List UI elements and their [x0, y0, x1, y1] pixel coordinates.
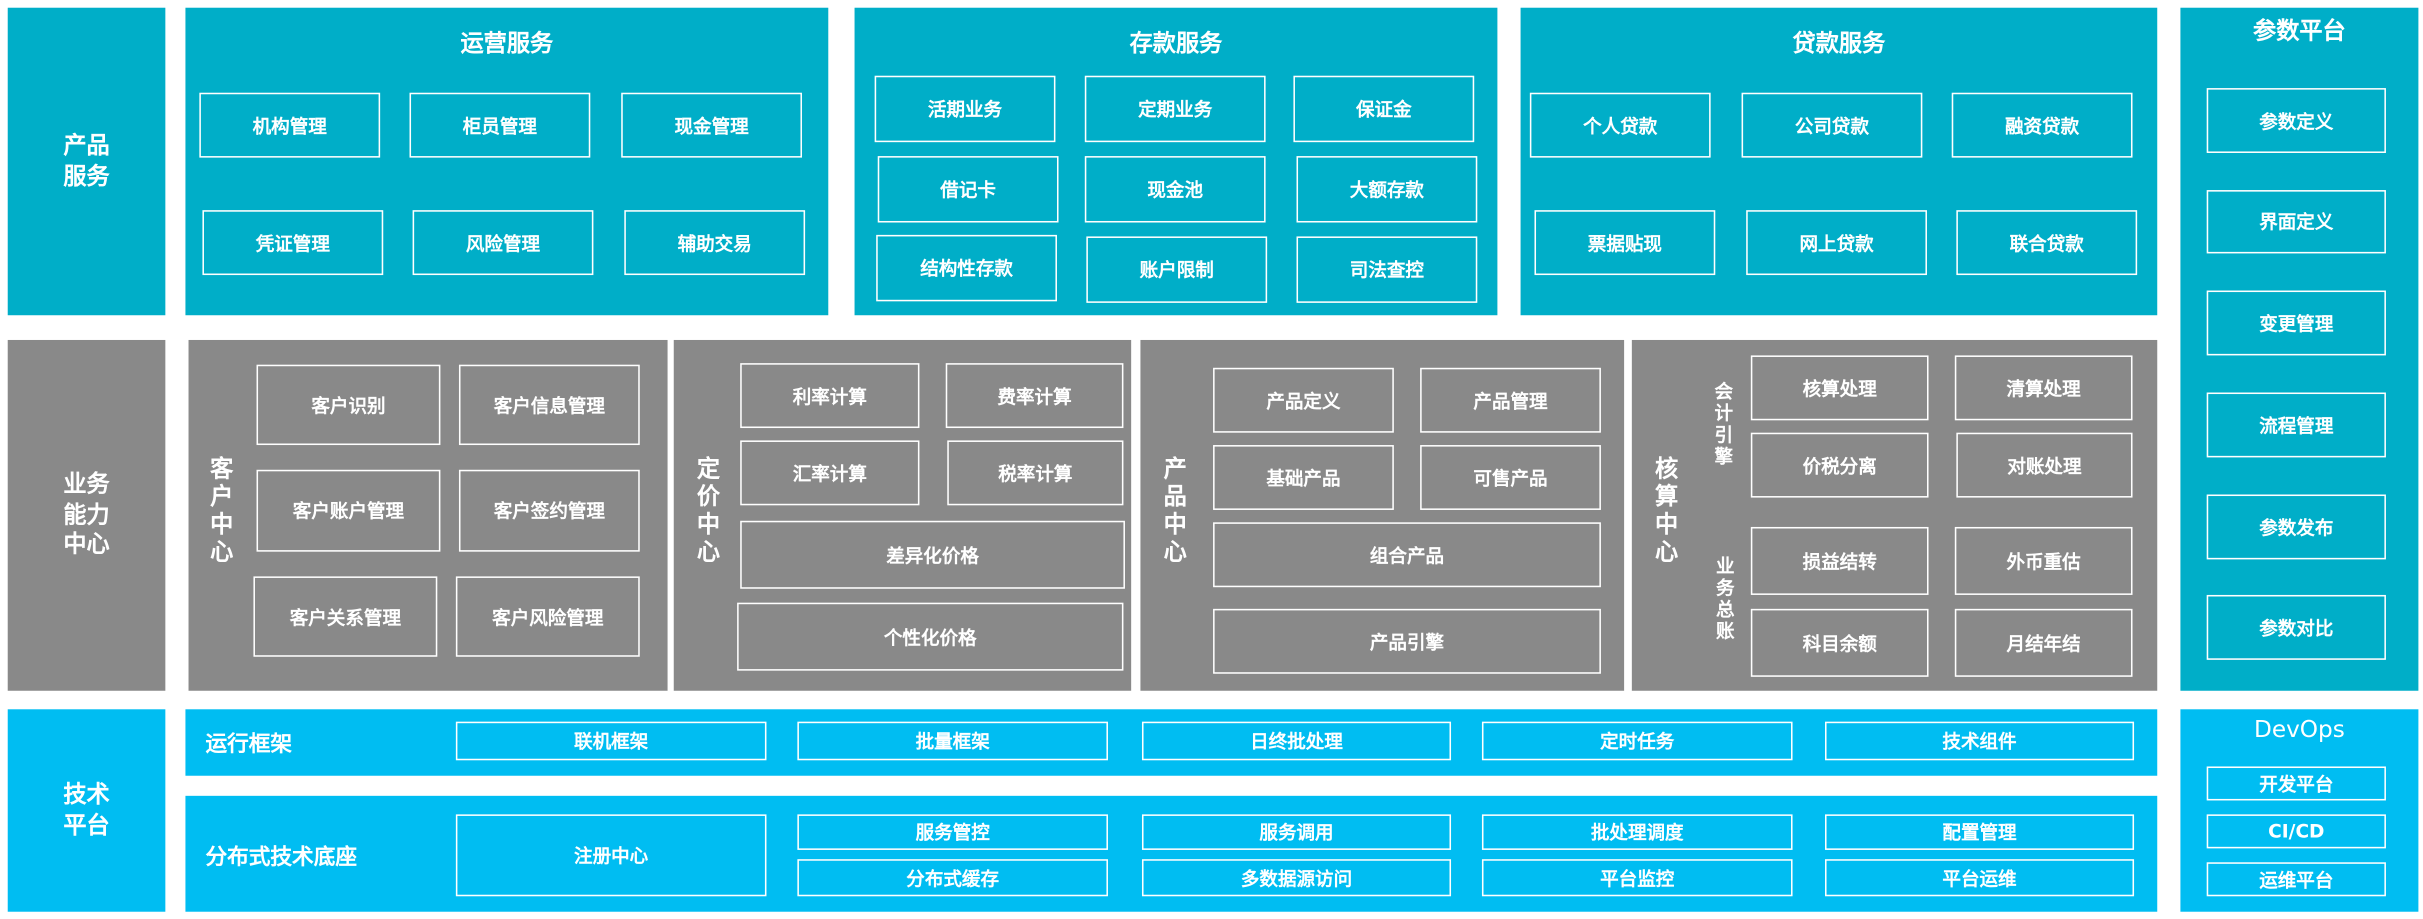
distributed-box[interactable]: 多数据源访问 — [1141, 859, 1452, 897]
customer-box[interactable]: 客户识别 — [256, 364, 441, 446]
customer-center-panel — [188, 339, 668, 691]
parameter-platform-panel — [2180, 7, 2419, 691]
product-box[interactable]: 组合产品 — [1213, 522, 1601, 588]
product-box[interactable]: 可售产品 — [1420, 445, 1601, 510]
pricing-box[interactable]: 费率计算 — [945, 363, 1124, 429]
loans-box[interactable]: 联合贷款 — [1956, 210, 2138, 276]
product-center-title: 产品中心 — [1160, 455, 1189, 568]
deposits-box[interactable]: 借记卡 — [877, 156, 1059, 223]
parameter-box[interactable]: 参数对比 — [2206, 594, 2386, 660]
product-box[interactable]: 产品管理 — [1420, 367, 1601, 433]
accounting-center-title: 核算中心 — [1651, 455, 1680, 568]
operations-box[interactable]: 凭证管理 — [202, 210, 384, 276]
product-box[interactable]: 基础产品 — [1213, 445, 1394, 510]
parameter-box[interactable]: 流程管理 — [2206, 392, 2386, 458]
deposits-box[interactable]: 大额存款 — [1296, 156, 1478, 223]
distributed-box[interactable]: 注册中心 — [455, 814, 767, 897]
customer-box[interactable]: 客户关系管理 — [253, 576, 438, 657]
parameter-platform-title: 参数平台 — [2253, 16, 2346, 45]
layer-label-product: 产品 服务 — [7, 7, 166, 316]
loans-box[interactable]: 个人贷款 — [1529, 92, 1711, 158]
runtime-box[interactable]: 联机框架 — [455, 721, 767, 761]
accounting-box[interactable]: 损益结转 — [1750, 526, 1929, 595]
accounting-box[interactable]: 外币重估 — [1954, 526, 2133, 595]
customer-box[interactable]: 客户签约管理 — [458, 469, 640, 552]
deposits-panel — [854, 7, 1498, 316]
runtime-box[interactable]: 批量框架 — [797, 721, 1108, 761]
runtime-framework-panel — [185, 709, 2158, 776]
parameter-box[interactable]: 参数发布 — [2206, 494, 2386, 560]
distributed-box[interactable]: 平台运维 — [1824, 859, 2135, 897]
accounting-group-label: 会计引擎 — [1712, 381, 1734, 469]
operations-box[interactable]: 现金管理 — [621, 92, 803, 158]
deposits-box[interactable]: 保证金 — [1293, 75, 1475, 143]
distributed-box[interactable]: 服务管控 — [797, 814, 1108, 850]
product-box[interactable]: 产品定义 — [1213, 367, 1394, 433]
pricing-center-panel — [673, 339, 1132, 691]
parameter-box[interactable]: 变更管理 — [2206, 290, 2386, 356]
deposits-title: 存款服务 — [1129, 29, 1223, 58]
runtime-box[interactable]: 技术组件 — [1824, 721, 2135, 761]
distributed-box[interactable]: 批处理调度 — [1481, 814, 1793, 850]
customer-center-title: 客户中心 — [207, 455, 235, 568]
runtime-box[interactable]: 定时任务 — [1481, 721, 1793, 761]
loans-box[interactable]: 票据贴现 — [1534, 210, 1716, 276]
pricing-box[interactable]: 差异化价格 — [740, 520, 1125, 589]
runtime-framework-title: 运行框架 — [205, 732, 293, 758]
runtime-box[interactable]: 日终批处理 — [1141, 721, 1452, 761]
deposits-box[interactable]: 结构性存款 — [876, 234, 1057, 302]
loans-box[interactable]: 公司贷款 — [1741, 92, 1923, 158]
deposits-box[interactable]: 现金池 — [1084, 156, 1266, 223]
devops-box[interactable]: 开发平台 — [2206, 766, 2386, 801]
distributed-box[interactable]: 配置管理 — [1824, 814, 2135, 850]
deposits-box[interactable]: 司法查控 — [1296, 236, 1478, 303]
accounting-box[interactable]: 科目余额 — [1750, 608, 1929, 677]
operations-box[interactable]: 风险管理 — [412, 210, 594, 276]
loans-box[interactable]: 融资贷款 — [1951, 92, 2133, 158]
pricing-box[interactable]: 税率计算 — [947, 440, 1124, 506]
ledger-group-label: 业务总账 — [1713, 556, 1736, 643]
distributed-box[interactable]: 平台监控 — [1481, 859, 1793, 897]
deposits-box[interactable]: 活期业务 — [874, 75, 1056, 143]
customer-box[interactable]: 客户信息管理 — [458, 364, 640, 446]
operations-title: 运营服务 — [460, 29, 554, 58]
accounting-box[interactable]: 对账处理 — [1956, 432, 2133, 498]
accounting-box[interactable]: 清算处理 — [1954, 355, 2133, 421]
parameter-box[interactable]: 界面定义 — [2206, 190, 2386, 254]
customer-box[interactable]: 客户风险管理 — [455, 576, 640, 657]
accounting-box[interactable]: 价税分离 — [1750, 432, 1929, 498]
operations-box[interactable]: 机构管理 — [199, 92, 381, 158]
customer-box[interactable]: 客户账户管理 — [256, 469, 441, 552]
loans-panel — [1520, 7, 2158, 316]
distributed-base-title: 分布式技术底座 — [205, 845, 357, 871]
accounting-box[interactable]: 月结年结 — [1954, 608, 2133, 677]
operations-panel — [185, 7, 829, 316]
pricing-box[interactable]: 汇率计算 — [740, 440, 920, 506]
parameter-box[interactable]: 参数定义 — [2206, 88, 2386, 153]
devops-box[interactable]: CI/CD — [2206, 814, 2386, 849]
product-center-panel — [1140, 339, 1625, 691]
loans-box[interactable]: 网上贷款 — [1746, 210, 1927, 276]
pricing-box[interactable]: 利率计算 — [740, 363, 920, 429]
deposits-box[interactable]: 定期业务 — [1084, 75, 1266, 143]
product-box[interactable]: 产品引擎 — [1213, 608, 1601, 674]
distributed-box[interactable]: 服务调用 — [1141, 814, 1452, 850]
operations-box[interactable]: 辅助交易 — [624, 210, 806, 276]
operations-box[interactable]: 柜员管理 — [409, 92, 591, 158]
layer-label-capability: 业务 能力 中心 — [7, 339, 166, 691]
distributed-box[interactable]: 分布式缓存 — [797, 859, 1108, 897]
layer-label-tech: 技术 平台 — [7, 709, 166, 912]
devops-box[interactable]: 运维平台 — [2206, 862, 2386, 897]
pricing-center-title: 定价中心 — [693, 455, 722, 568]
devops-panel — [2180, 709, 2419, 912]
deposits-box[interactable]: 账户限制 — [1086, 236, 1268, 303]
loans-title: 贷款服务 — [1792, 29, 1886, 58]
accounting-center-panel — [1631, 339, 2158, 691]
pricing-box[interactable]: 个性化价格 — [737, 602, 1124, 671]
devops-title: DevOps — [2253, 715, 2345, 744]
accounting-box[interactable]: 核算处理 — [1750, 355, 1929, 421]
